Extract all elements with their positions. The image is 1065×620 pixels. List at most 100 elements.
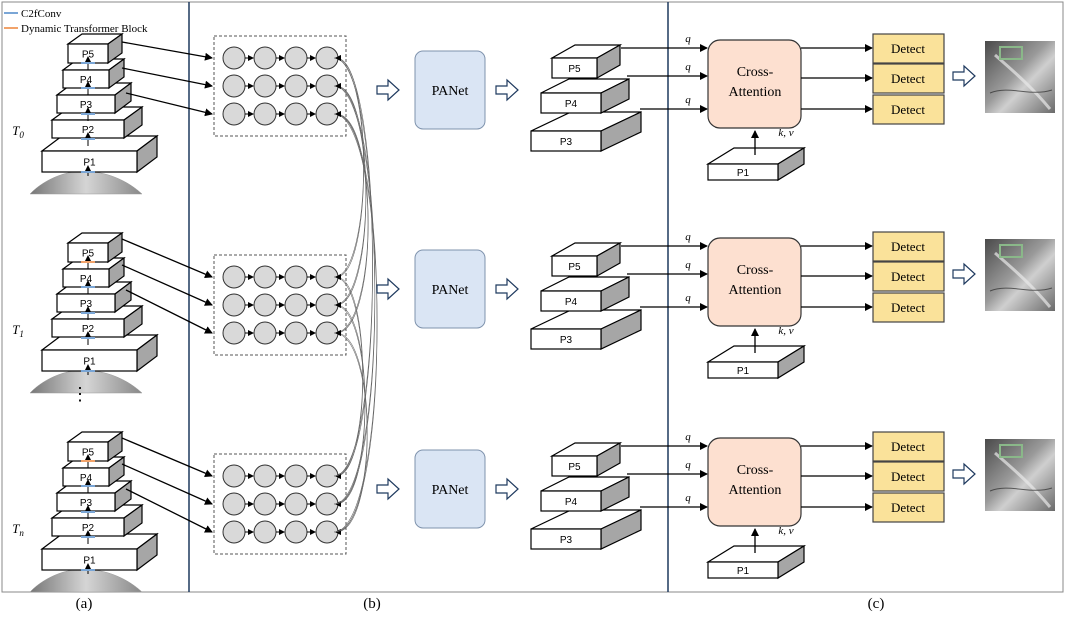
node xyxy=(222,265,246,289)
cross-attention-label-1: Cross- xyxy=(737,263,774,278)
node xyxy=(222,102,246,126)
neck-p3-label: P3 xyxy=(560,535,573,546)
kv-label: k, v xyxy=(778,525,793,537)
temporal-node-grid-0 xyxy=(213,35,347,137)
temporal-node-grid-1 xyxy=(213,254,347,356)
detect-block xyxy=(872,33,945,64)
query-label: q xyxy=(685,459,691,471)
cross-attention-label-2: Attention xyxy=(729,85,782,100)
legend: C2fConv Dynamic Transformer Block xyxy=(4,8,148,35)
level-p3-label: P3 xyxy=(80,100,93,111)
neck-p3-front xyxy=(530,528,602,550)
node xyxy=(284,464,308,488)
input-frame-image xyxy=(29,171,143,195)
cross-attention-block xyxy=(707,39,802,129)
node xyxy=(253,74,277,98)
query-label: q xyxy=(685,33,691,45)
feature-arrow-p5 xyxy=(121,41,213,61)
detect-label: Detect xyxy=(891,469,925,484)
p1-label: P1 xyxy=(737,168,750,179)
detect-label: Detect xyxy=(891,500,925,515)
cross-attention-label-2: Attention xyxy=(729,483,782,498)
flow-arrow-to-panet xyxy=(376,477,400,501)
caption-c: (c) xyxy=(868,596,885,612)
node xyxy=(222,46,246,70)
detect-label: Detect xyxy=(891,439,925,454)
node xyxy=(284,293,308,317)
output-angiogram-image xyxy=(985,439,1055,511)
node xyxy=(253,520,277,544)
p1-front xyxy=(707,361,779,379)
flow-arrow-to-neck xyxy=(495,78,519,102)
panet-block xyxy=(414,449,486,529)
temporal-link xyxy=(333,302,366,505)
level-p2-label: P2 xyxy=(82,125,95,136)
node xyxy=(253,293,277,317)
feature-arrow-p5 xyxy=(121,238,213,278)
query-label: q xyxy=(685,431,691,443)
temporal-link xyxy=(333,57,364,280)
p1-label: P1 xyxy=(737,566,750,577)
node xyxy=(222,293,246,317)
cross-attention-label-2: Attention xyxy=(729,283,782,298)
detection-box xyxy=(999,46,1023,60)
neck-p3-label: P3 xyxy=(560,335,573,346)
kv-label: k, v xyxy=(778,325,793,337)
level-p3-label: P3 xyxy=(80,299,93,310)
node xyxy=(222,321,246,345)
detect-block xyxy=(872,292,945,323)
feature-arrow-p4 xyxy=(121,67,213,89)
node xyxy=(284,265,308,289)
query-label: q xyxy=(685,61,691,73)
panet-block xyxy=(414,50,486,130)
detect-label: Detect xyxy=(891,41,925,56)
cross-attention-block xyxy=(707,237,802,327)
feature-arrow-p5 xyxy=(121,437,213,477)
vessel-line xyxy=(989,287,1053,292)
detect-block xyxy=(872,461,945,492)
detect-block xyxy=(872,231,945,262)
temporal-link xyxy=(333,111,378,533)
output-angiogram-image xyxy=(985,239,1055,311)
temporal-link xyxy=(333,330,368,533)
temporal-link xyxy=(333,83,376,505)
panet-label: PANet xyxy=(432,483,469,498)
query-label: q xyxy=(685,292,691,304)
panet-label: PANet xyxy=(432,283,469,298)
feature-arrow-p4 xyxy=(121,264,213,306)
detect-label: Detect xyxy=(891,71,925,86)
detect-block xyxy=(872,94,945,125)
flow-arrow-to-neck xyxy=(495,477,519,501)
p1-key-value-slab: P1 xyxy=(705,146,807,182)
neck-p5-front xyxy=(551,57,598,79)
caption-b: (b) xyxy=(363,596,381,612)
detect-label: Detect xyxy=(891,102,925,117)
neck-p5-front xyxy=(551,255,598,277)
detect-label: Detect xyxy=(891,239,925,254)
query-label: q xyxy=(685,231,691,243)
ellipsis: ⋮ xyxy=(71,384,89,404)
node xyxy=(253,492,277,516)
panet-label: PANet xyxy=(432,84,469,99)
node xyxy=(284,492,308,516)
neck-p3-front xyxy=(530,130,602,152)
neck-p4-front xyxy=(540,92,602,114)
grid-frame xyxy=(213,254,347,356)
level-p4-label: P4 xyxy=(80,274,93,285)
level-p2-label: P2 xyxy=(82,324,95,335)
level-p3-label: P3 xyxy=(80,498,93,509)
neck-p5-front xyxy=(551,455,598,477)
neck-p4-front xyxy=(540,290,602,312)
time-label: T1 xyxy=(12,322,24,339)
neck-p4-front xyxy=(540,490,602,512)
node xyxy=(253,102,277,126)
level-p1-label: P1 xyxy=(83,158,96,169)
p1-key-value-slab: P1 xyxy=(705,544,807,580)
time-label: Tn xyxy=(12,521,24,538)
feature-arrow-p3 xyxy=(125,92,213,117)
detect-block xyxy=(872,63,945,94)
